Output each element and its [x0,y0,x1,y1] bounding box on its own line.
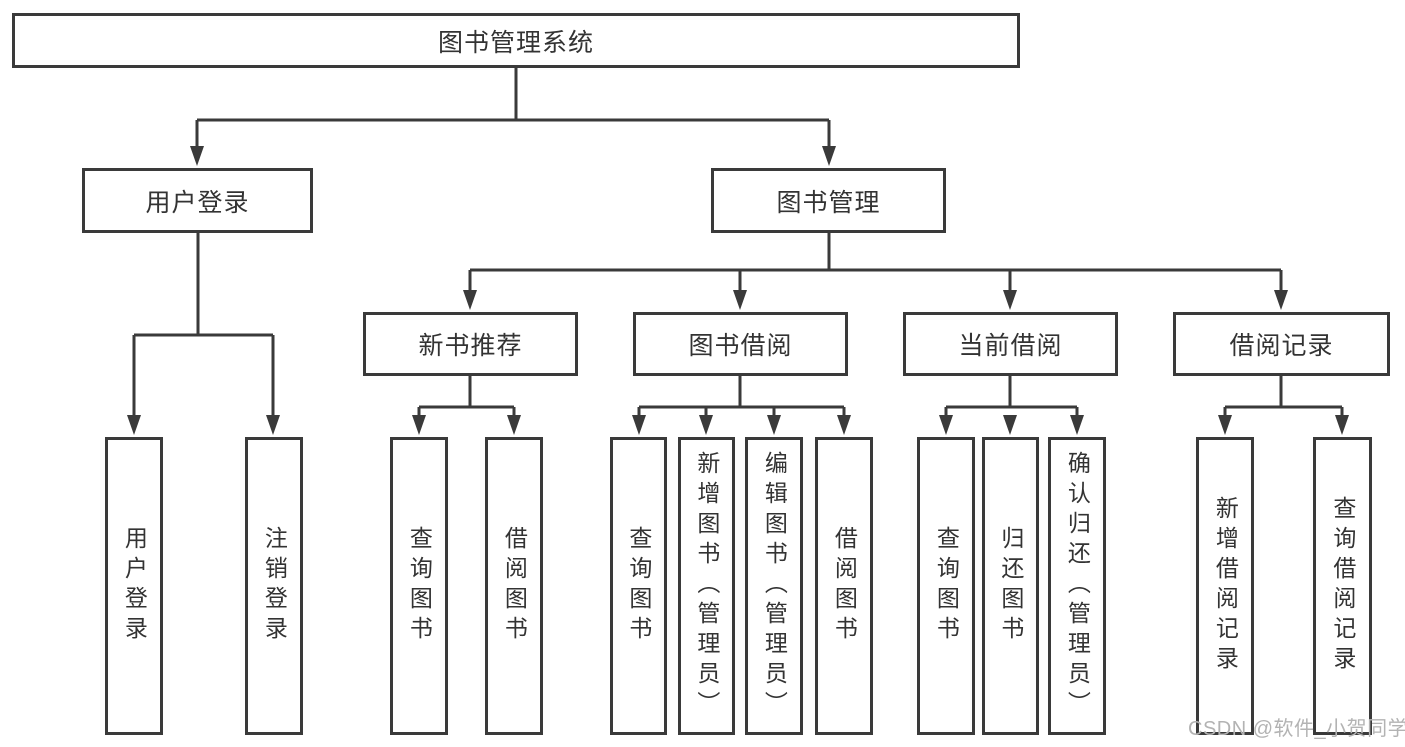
leaf-logout: 注销登录 [245,437,303,735]
node-label: 编辑图书（管理员） [761,451,788,721]
leaf-edit-books-admin: 编辑图书（管理员） [745,437,803,735]
node-label: 图书借阅 [688,332,793,360]
arrowhead-icons [127,146,1349,435]
csdn-watermark: CSDN @软件_小贺同学 [1188,718,1405,740]
node-label: 借阅图书 [501,526,528,646]
leaf-query-borrow-record: 查询借阅记录 [1313,437,1372,735]
node-library-management-system: 图书管理系统 [12,13,1020,68]
node-label: 新书推荐 [418,332,523,360]
node-borrowing-records: 借阅记录 [1173,312,1390,376]
node-label: 注销登录 [261,526,288,646]
node-user-login-group: 用户登录 [82,168,313,233]
node-new-book-recommendation: 新书推荐 [363,312,578,376]
node-label: 归还图书 [997,526,1024,646]
node-book-management: 图书管理 [711,168,946,233]
node-label: 确认归还（管理员） [1064,451,1091,721]
node-label: 当前借阅 [958,332,1063,360]
node-label: 查询借阅记录 [1329,496,1356,676]
node-label: 新增图书（管理员） [693,451,720,721]
leaf-user-login: 用户登录 [105,437,163,735]
leaf-confirm-return-admin: 确认归还（管理员） [1048,437,1106,735]
leaf-borrow-books: 借阅图书 [815,437,873,735]
node-label: 用户登录 [121,526,148,646]
node-label: 借阅图书 [831,526,858,646]
node-book-borrowing: 图书借阅 [633,312,848,376]
node-label: 查询图书 [406,526,433,646]
node-label: 图书管理 [776,188,881,217]
node-label: 借阅记录 [1229,332,1334,360]
tree-edges [132,68,1344,419]
leaf-return-books: 归还图书 [982,437,1039,735]
node-current-borrowing: 当前借阅 [903,312,1118,376]
leaf-borrow-books-recommend: 借阅图书 [485,437,543,735]
node-label: 新增借阅记录 [1212,496,1239,676]
leaf-add-books-admin: 新增图书（管理员） [678,437,735,735]
leaf-query-books-borrow: 查询图书 [610,437,667,735]
node-label: 查询图书 [625,526,652,646]
leaf-query-books-current: 查询图书 [917,437,975,735]
leaf-query-books-recommend: 查询图书 [390,437,448,735]
node-label: 用户登录 [145,188,250,217]
leaf-add-borrow-record: 新增借阅记录 [1196,437,1254,735]
node-label: 查询图书 [933,526,960,646]
node-label: 图书管理系统 [437,28,594,57]
